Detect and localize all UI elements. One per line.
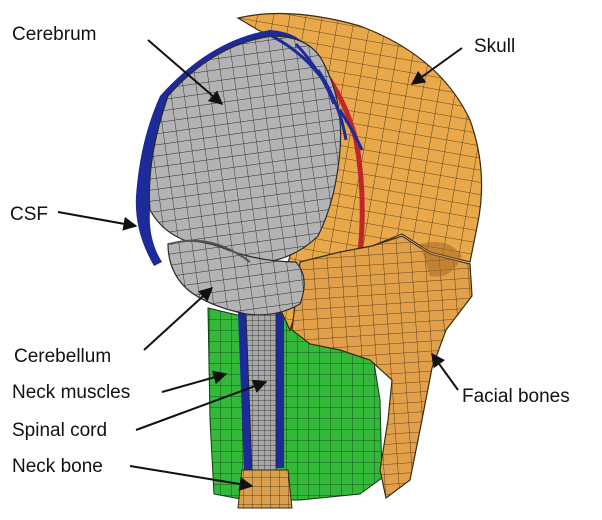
label-cerebrum: Cerebrum [12,24,96,45]
label-facial-bones: Facial bones [462,386,570,407]
label-neck-muscles: Neck muscles [12,382,130,403]
neck-bone-region [238,470,292,508]
spinal-csf-right [276,312,284,468]
head-model [136,14,482,509]
label-cerebellum: Cerebellum [14,346,111,367]
cerebellum-arrow-icon [144,288,212,350]
cerebrum-region [149,36,340,264]
facial-bones-arrow-icon [432,354,458,390]
label-spinal-cord: Spinal cord [12,420,107,441]
label-skull: Skull [474,36,515,57]
label-neck-bone: Neck bone [12,456,103,477]
csf-arrow-icon [58,212,136,226]
label-csf: CSF [10,204,48,225]
